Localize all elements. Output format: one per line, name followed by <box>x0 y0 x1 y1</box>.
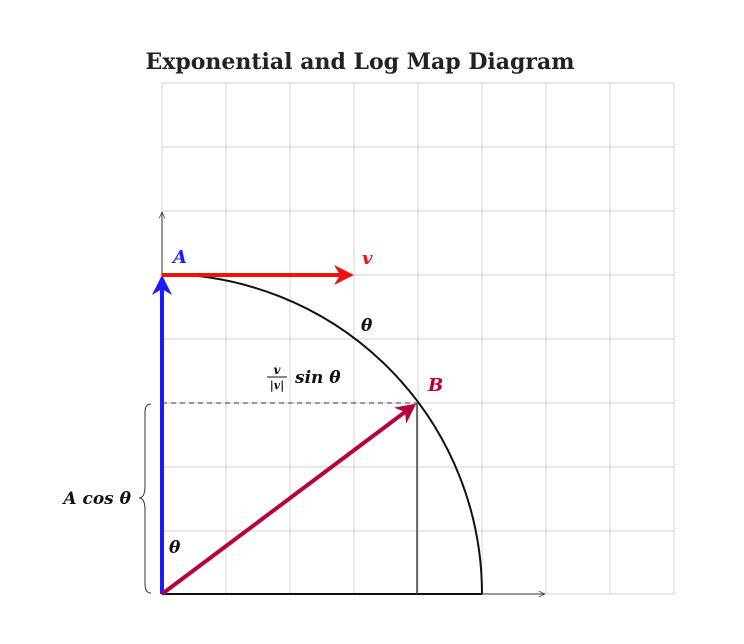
label-point-b: B <box>427 375 443 396</box>
grid <box>161 82 675 595</box>
label-a-cos-theta: A cos θ <box>61 489 131 509</box>
label-point-a: A <box>171 247 187 268</box>
fraction-denominator: |v| <box>270 379 284 392</box>
left-brace <box>138 403 152 594</box>
label-vector-v: v <box>362 248 373 269</box>
unit-arc <box>161 273 483 595</box>
label-angle-arc: θ <box>361 316 373 336</box>
fraction-numerator: v <box>274 363 282 377</box>
sin-theta-text: sin θ <box>294 368 341 388</box>
label-angle-origin: θ <box>169 538 181 558</box>
diagram-title: Exponential and Log Map Diagram <box>145 49 574 75</box>
vector-b <box>160 403 417 596</box>
label-v-over-norm-sin: v |v| sin θ <box>267 363 341 392</box>
